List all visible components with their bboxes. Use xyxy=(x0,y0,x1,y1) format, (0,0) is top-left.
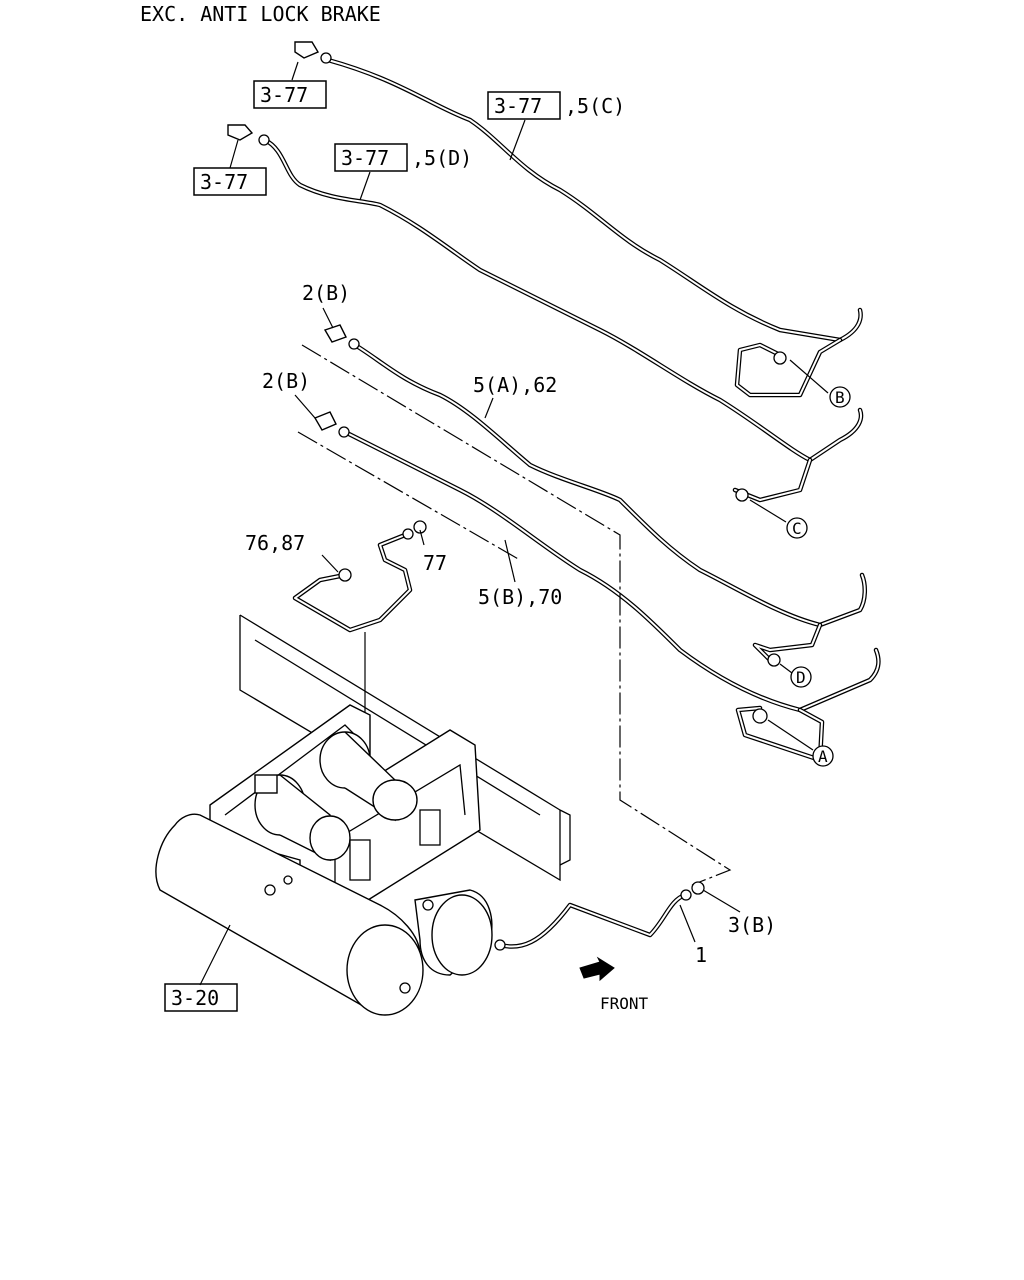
callout-pipe-1: 1 xyxy=(695,943,707,967)
marker-b: B xyxy=(829,386,851,408)
ref-box-top-a[interactable]: 3-77 xyxy=(253,80,327,109)
svg-text:B: B xyxy=(835,388,845,407)
air-tank-small xyxy=(414,889,493,976)
connector-2b-upper xyxy=(323,324,360,350)
callout-nut-77: 77 xyxy=(423,551,447,575)
ref-box-pipe-c[interactable]: 3-77 xyxy=(487,91,561,120)
callout-2b-upper: 2(B) xyxy=(302,281,350,305)
valve-upper xyxy=(319,731,418,822)
air-tank-large xyxy=(155,813,424,1016)
svg-text:3-77: 3-77 xyxy=(494,94,542,118)
front-label: FRONT xyxy=(600,994,649,1013)
svg-text:D: D xyxy=(796,668,806,687)
svg-text:3-77: 3-77 xyxy=(341,146,389,170)
marker-d: D xyxy=(790,666,812,688)
marker-a: A xyxy=(812,745,834,767)
nut-fittings xyxy=(338,351,787,951)
ref-box-top-b[interactable]: 3-77 xyxy=(193,167,267,196)
connector-2b-lower xyxy=(313,411,350,438)
callout-2b-lower: 2(B) xyxy=(262,369,310,393)
svg-text:A: A xyxy=(818,747,828,766)
connector-top-a xyxy=(294,41,332,64)
connector-top-b xyxy=(227,124,270,146)
front-arrow-icon xyxy=(579,956,615,982)
svg-text:3-77: 3-77 xyxy=(200,170,248,194)
ref-box-tank[interactable]: 3-20 xyxy=(164,983,238,1012)
ref-pipe-d-suffix: ,5(D) xyxy=(412,146,472,170)
leader-lines xyxy=(199,61,829,986)
pipe-5a xyxy=(352,342,867,663)
pipe-76 xyxy=(292,532,413,633)
callout-nut-3b: 3(B) xyxy=(728,913,776,937)
callout-pipe-5b: 5(B),70 xyxy=(478,585,562,609)
svg-text:3-20: 3-20 xyxy=(171,986,219,1010)
pipe-5b xyxy=(342,429,881,763)
valve-lower xyxy=(254,774,351,862)
ref-pipe-c-suffix: ,5(C) xyxy=(565,94,625,118)
callout-pipe-5a: 5(A),62 xyxy=(473,373,557,397)
ref-box-pipe-d[interactable]: 3-77 xyxy=(334,143,408,172)
marker-c: C xyxy=(786,517,808,539)
diagram-title: EXC. ANTI LOCK BRAKE xyxy=(140,2,381,26)
svg-text:C: C xyxy=(792,519,802,538)
svg-text:3-77: 3-77 xyxy=(260,83,308,107)
callout-pipe-76: 76,87 xyxy=(245,531,305,555)
pipe-5c xyxy=(325,57,863,398)
pipe-1 xyxy=(497,892,688,949)
